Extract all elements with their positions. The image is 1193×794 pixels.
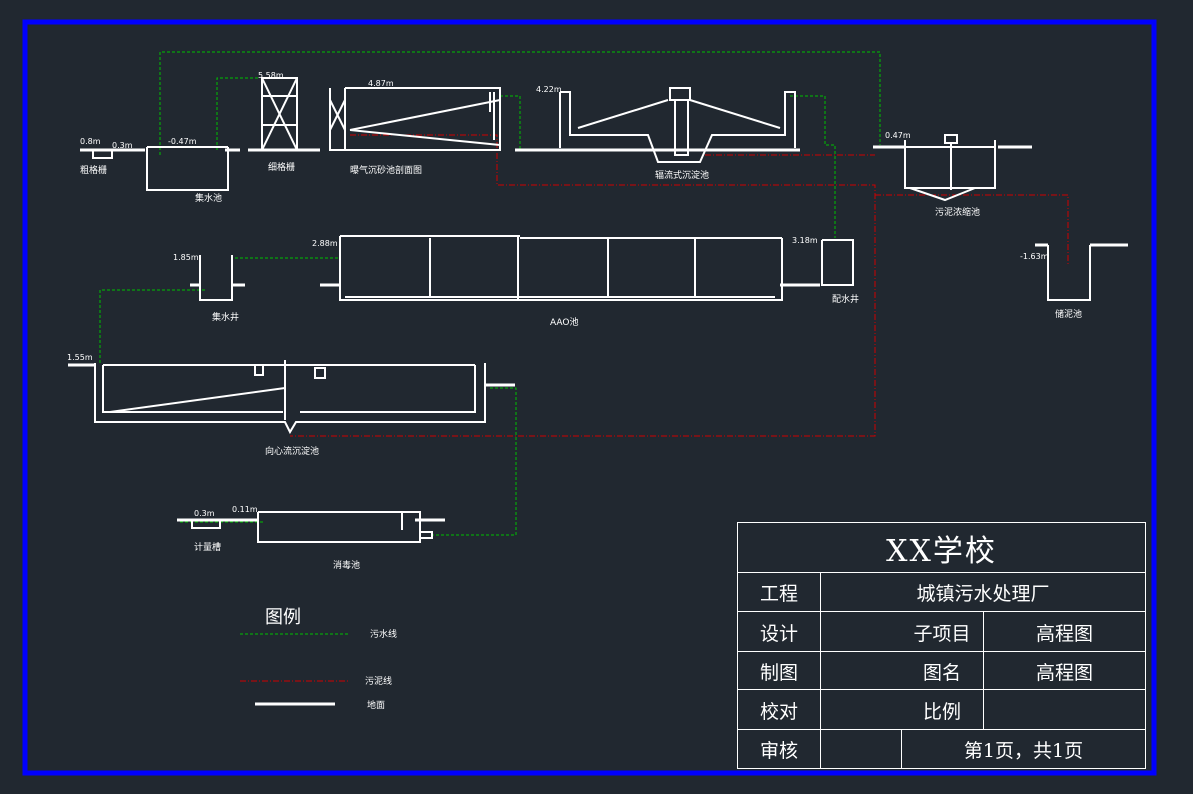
disinfection-tank-shape (257, 511, 433, 543)
elevation-label: 2.88m (312, 239, 338, 248)
elevation-label: -0.47m (168, 137, 197, 146)
subproject-value: 高程图 (983, 612, 1145, 652)
elevation-label: 0.47m (885, 131, 911, 140)
elevation-labels: 0.8m 0.3m -0.47m 5.58m 4.87m 4.22m 0.47m… (67, 71, 1049, 518)
elevation-label: 4.22m (536, 85, 562, 94)
elevation-label: 5.58m (258, 71, 284, 80)
elevation-label: 0.11m (232, 505, 258, 514)
unit-label-aao-tank: AAO池 (550, 316, 579, 328)
legend: 图例 污水线 污泥线 地面 (240, 607, 397, 711)
drawing-frame (22, 19, 1157, 776)
secondary-clarifier-shape (94, 360, 486, 435)
unit-label-disinfection-tank: 消毒池 (333, 559, 360, 571)
fine-screen-shape (261, 77, 298, 151)
legend-sludge-label: 污泥线 (365, 675, 392, 687)
aao-tank-shape (339, 235, 783, 301)
sewage-lines (99, 51, 881, 536)
draw-label: 制图 (759, 661, 798, 684)
distribution-well-shape (821, 239, 854, 286)
unit-label-fine-screen: 细格栅 (268, 161, 295, 173)
title-row-design: 设计 子项目 高程图 (738, 611, 1145, 652)
coarse-screen-shape (92, 150, 113, 159)
title-divider (820, 572, 821, 768)
elevation-label: 1.85m (173, 253, 199, 262)
unit-label-secondary-clarifier: 向心流沉淀池 (265, 445, 319, 457)
unit-label-collection-well: 集水井 (212, 311, 239, 323)
project-label: 工程 (759, 583, 798, 605)
design-label: 设计 (759, 622, 798, 645)
meter-flume-shape (191, 520, 221, 529)
elevation-label: 4.87m (368, 79, 394, 88)
scale-value (983, 690, 1145, 730)
aerated-grit-shape (329, 87, 501, 151)
subproject-label: 子项目 (913, 622, 971, 645)
title-row-check: 校对 比例 (738, 689, 1145, 730)
review-value (820, 730, 901, 769)
legend-sewage-label: 污水线 (370, 628, 397, 640)
elevation-label: 0.8m (80, 137, 101, 146)
unit-labels: 粗格栅 集水池 细格栅 曝气沉砂池剖面图 辐流式沉淀池 污泥浓缩池 配水井 AA… (80, 161, 1082, 571)
unit-label-collection-tank: 集水池 (195, 192, 222, 204)
check-label: 校对 (759, 700, 798, 723)
unit-label-meter-flume: 计量槽 (194, 541, 221, 553)
legend-ground-label: 地面 (367, 699, 385, 711)
unit-label-sludge-storage: 储泥池 (1055, 308, 1082, 320)
check-value (820, 690, 901, 730)
unit-label-aerated-grit: 曝气沉砂池剖面图 (350, 164, 422, 176)
collection-well-shape (199, 255, 233, 301)
project-name: 城镇污水处理厂 (820, 573, 1145, 612)
structures (92, 77, 1091, 543)
unit-label-sludge-thickener: 污泥浓缩池 (935, 206, 980, 218)
primary-clarifier-shape (559, 87, 796, 163)
collection-tank-shape (146, 146, 229, 191)
title-block: XX学校 工程 城镇污水处理厂 设计 子项目 高程图 制图 图名 高程图 校对 … (737, 522, 1146, 769)
elevation-label: -1.63m (1020, 252, 1049, 261)
title-row-review: 审核 第1页，共1页 (738, 729, 1145, 769)
page-info: 第1页，共1页 (901, 730, 1145, 769)
drawing-name-value: 高程图 (983, 652, 1145, 690)
elevation-label: 0.3m (194, 509, 215, 518)
design-value (820, 612, 901, 652)
elevation-label: 0.3m (112, 141, 133, 150)
sludge-thickener-shape (904, 134, 996, 202)
unit-label-distribution-well: 配水井 (832, 293, 859, 305)
title-row-draw: 制图 图名 高程图 (738, 651, 1145, 690)
sludge-lines (290, 134, 1069, 437)
unit-label-primary-clarifier: 辐流式沉淀池 (655, 169, 709, 181)
sludge-storage-shape (1047, 245, 1091, 301)
elevation-label: 3.18m (792, 236, 818, 245)
school-name: XX学校 (886, 533, 997, 569)
ground-lines (68, 145, 1128, 522)
review-label: 审核 (759, 740, 798, 762)
legend-title: 图例 (265, 607, 301, 628)
drawing-name-label: 图名 (922, 661, 961, 684)
unit-label-coarse-screen: 粗格栅 (80, 164, 107, 176)
draw-value (820, 652, 901, 690)
elevation-label: 1.55m (67, 353, 93, 362)
title-row-project: 工程 城镇污水处理厂 (738, 572, 1145, 612)
scale-label: 比例 (922, 700, 961, 723)
